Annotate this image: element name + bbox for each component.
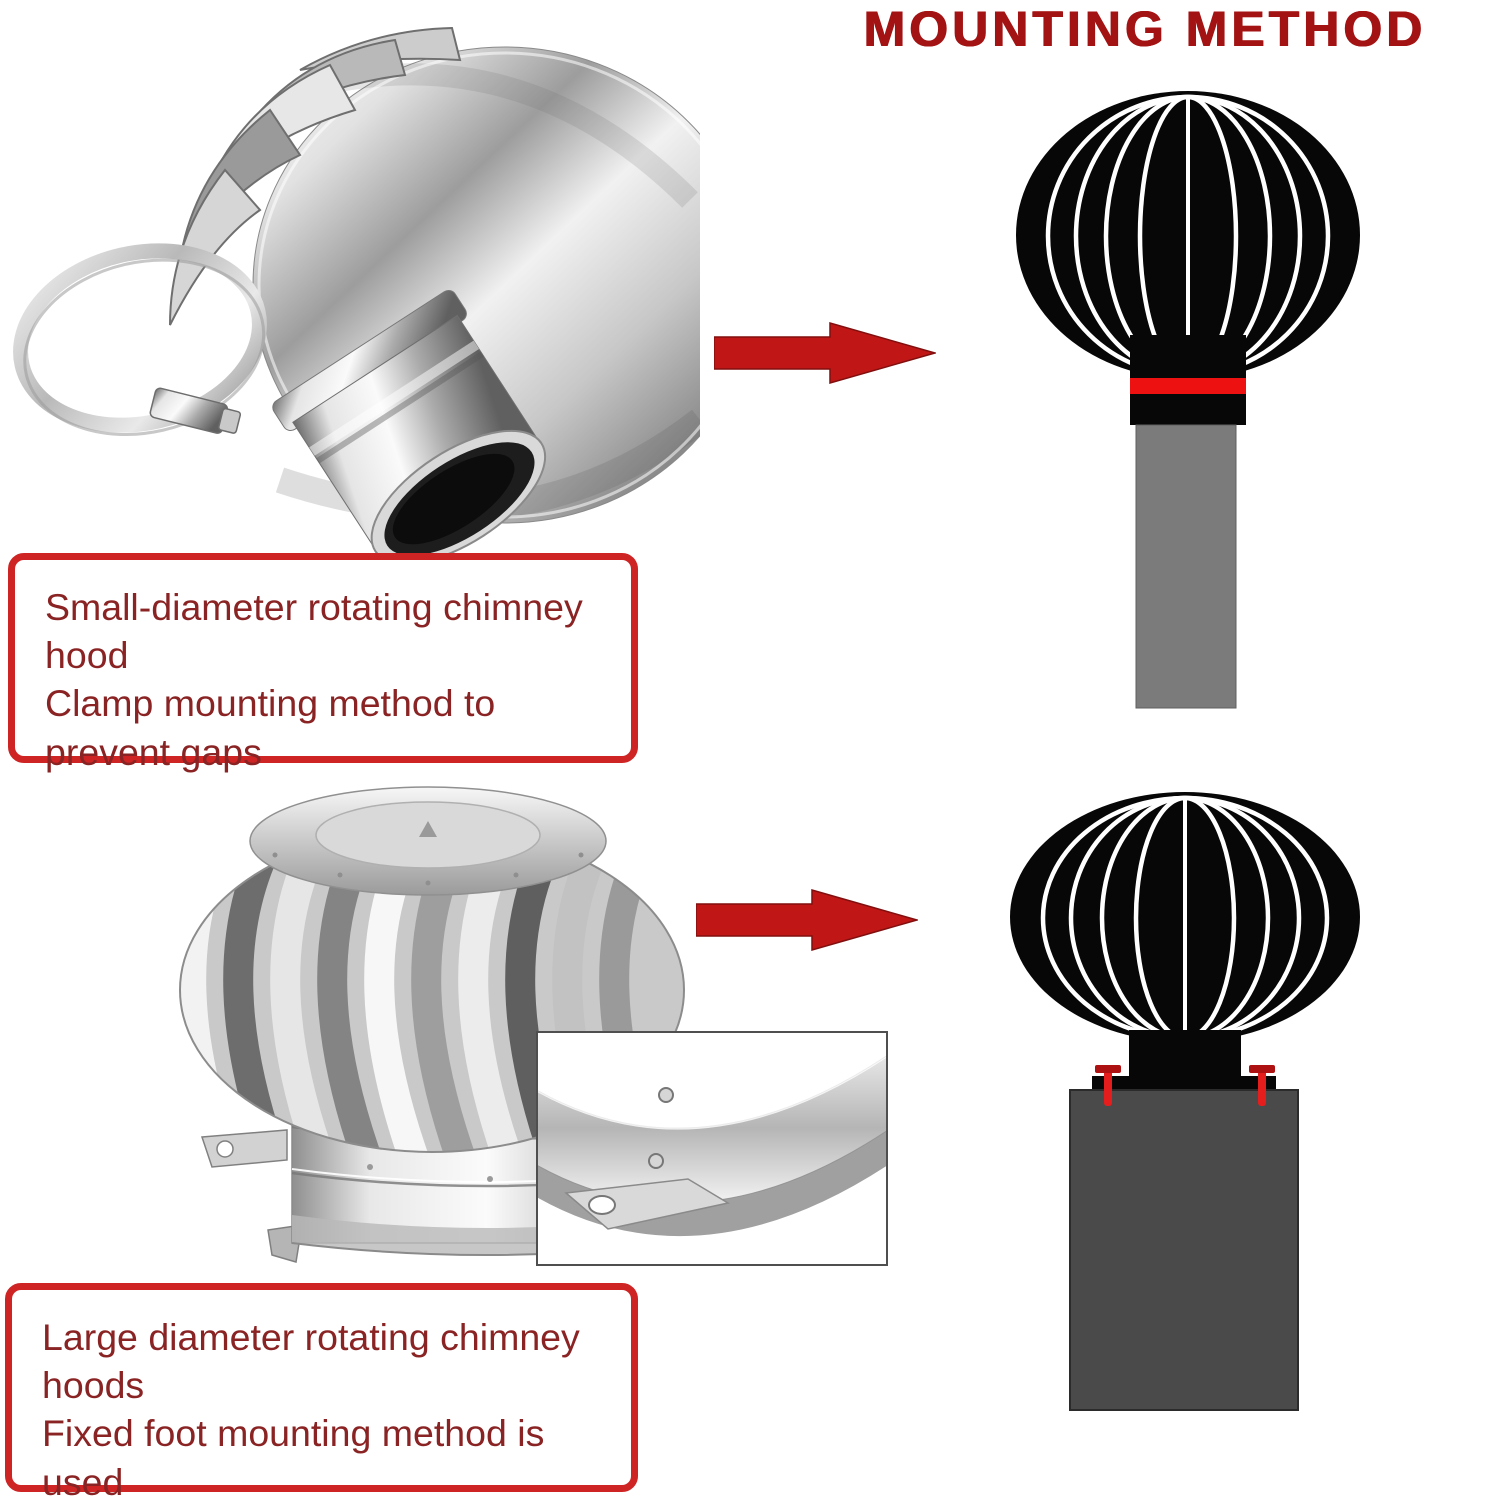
inset-photo-drawing [532, 1051, 892, 1237]
small-hood-body [169, 26, 700, 565]
right-arrow-icon [714, 322, 936, 384]
page-title: MOUNTING METHOD [863, 1, 1427, 57]
inset-bracket-hole [588, 1195, 616, 1215]
hood-spiral-vanes [169, 26, 462, 326]
diagram-fixed-foot-mounting [1010, 792, 1360, 1411]
right-arrow-icon [696, 889, 918, 951]
clamp-worm-screw [149, 387, 242, 434]
hose-clamp-ring [13, 243, 267, 436]
inset-fixed-foot-photo [532, 1031, 892, 1266]
flue-pipe [1135, 424, 1237, 709]
caption-small-hood: Small-diameter rotating chimney hood Cla… [8, 553, 638, 773]
diagram-clamp-mounting [1016, 91, 1360, 709]
hood-neck [1129, 1030, 1241, 1082]
inset-rivet-screw [648, 1153, 664, 1169]
photo-large-hood [179, 786, 685, 1263]
photo-small-hood [13, 26, 700, 565]
arrow-large-to-diagram [696, 889, 918, 951]
clamp-band [1130, 378, 1246, 394]
hood-spigot-pipe [272, 289, 547, 565]
arrow-small-to-diagram [714, 322, 936, 384]
cap-rivets [272, 852, 584, 886]
cap-center-mark [419, 821, 437, 837]
hood-base-flange [1092, 1076, 1276, 1092]
fixing-screw-left [1095, 1065, 1121, 1106]
mounting-foot-left [200, 1129, 288, 1168]
fixing-screw-right [1249, 1065, 1275, 1106]
masonry-chimney [1069, 1089, 1299, 1411]
inset-rivet-screw [658, 1087, 674, 1103]
caption-large-hood: Large diameter rotating chimney hoods Fi… [5, 1283, 638, 1498]
large-hood-top-cap [249, 786, 607, 896]
inset-fixed-foot-bracket [564, 1178, 731, 1230]
